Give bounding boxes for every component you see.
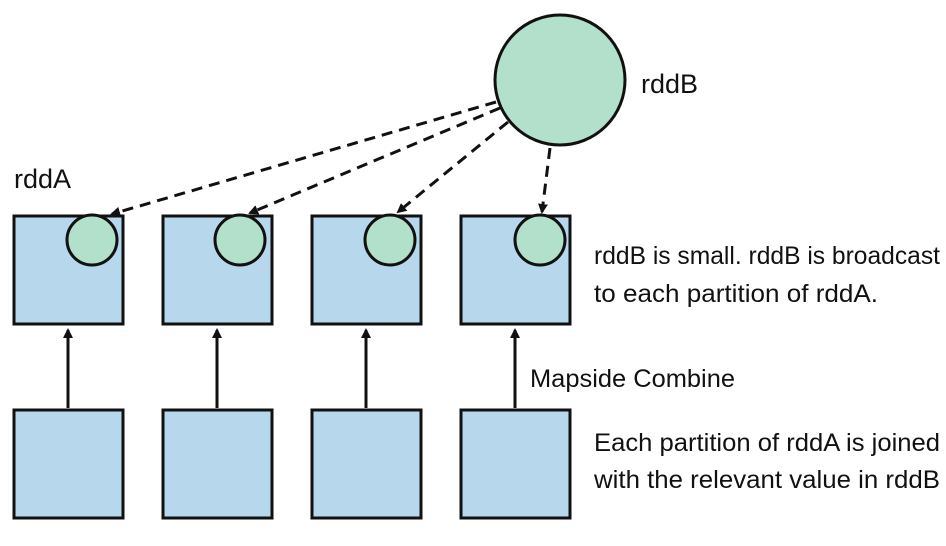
rdd-b-label: rddB bbox=[641, 69, 698, 99]
source-partition-2 bbox=[161, 408, 274, 520]
broadcast-copy-2 bbox=[213, 213, 267, 267]
mapside-combine-label: Mapside Combine bbox=[530, 365, 735, 393]
broadcast-copy-4 bbox=[513, 213, 567, 267]
join-note-line2: with the relevant value in rddB bbox=[593, 466, 940, 494]
broadcast-note-line2: to each partition of rddA. bbox=[594, 280, 878, 308]
source-partition-1 bbox=[12, 408, 125, 520]
broadcast-arrow-4 bbox=[538, 147, 552, 214]
broadcast-arrow-3 bbox=[396, 120, 509, 214]
broadcast-arrow-1 bbox=[110, 100, 497, 217]
broadcast-copies bbox=[65, 213, 567, 267]
rdd-b-circle bbox=[493, 13, 627, 147]
rdd-a-label: rddA bbox=[14, 164, 71, 194]
broadcast-note-line1: rddB is small. rddB is broadcast bbox=[594, 242, 940, 270]
source-partition-3 bbox=[310, 408, 423, 520]
join-note-line1: Each partition of rddA is joined bbox=[594, 429, 940, 457]
broadcast-copy-1 bbox=[65, 213, 119, 267]
broadcast-arrows bbox=[110, 100, 552, 217]
source-partition-4 bbox=[459, 408, 572, 520]
source-partitions-row bbox=[12, 408, 572, 520]
broadcast-arrow-2 bbox=[248, 106, 501, 215]
broadcast-copy-3 bbox=[363, 213, 417, 267]
combine-arrows bbox=[63, 328, 520, 408]
